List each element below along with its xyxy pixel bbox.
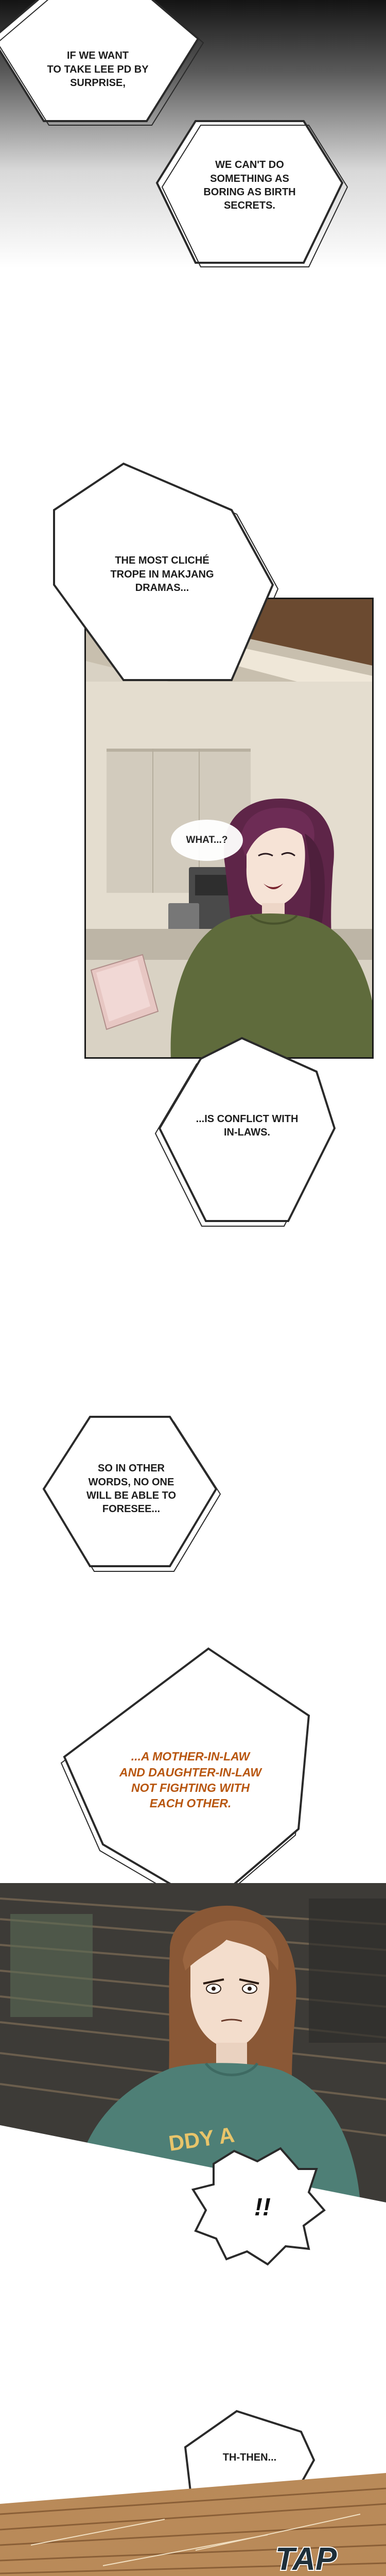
exclamation-text: !! bbox=[254, 2194, 271, 2222]
speech-bubble-6-text: ...A MOTHER-IN-LAW AND DAUGHTER-IN-LAW N… bbox=[119, 1750, 261, 1810]
panel-2-art: DDY A bbox=[0, 1883, 386, 2202]
panel-woman-brown-hair: DDY A bbox=[0, 1883, 386, 2202]
speech-bubble-3-text: THE MOST CLICHÉ TROPE IN MAKJANG DRAMAS.… bbox=[110, 555, 214, 594]
speech-bubble-2-text: WE CAN'T DO SOMETHING AS BORING AS BIRTH… bbox=[203, 159, 296, 212]
bottom-panel-art: TAP bbox=[0, 2473, 386, 2576]
speech-bubble-2-shape bbox=[155, 120, 348, 267]
speech-bubble-1-shape bbox=[0, 0, 204, 126]
speech-bubble-4-text: ...IS CONFLICT WITH IN-LAWS. bbox=[196, 1113, 299, 1138]
speech-bubble-5-shape bbox=[42, 1416, 221, 1572]
speech-bubble-1-text: IF WE WANT TO TAKE LEE PD BY SURPRISE, bbox=[47, 50, 149, 89]
speech-bubble-5-text: SO IN OTHER WORDS, NO ONE WILL BE ABLE T… bbox=[86, 1463, 177, 1515]
speech-bubble-7-text: TH-THEN... bbox=[222, 2451, 277, 2463]
panel-1-dialog: WHAT...? bbox=[186, 835, 228, 845]
speech-bubble-3-front bbox=[53, 462, 274, 681]
speech-bubble-4-shape bbox=[154, 1037, 336, 1227]
sfx-text: TAP bbox=[275, 2541, 337, 2576]
bottom-panel-speed-lines: TAP bbox=[0, 2473, 386, 2576]
